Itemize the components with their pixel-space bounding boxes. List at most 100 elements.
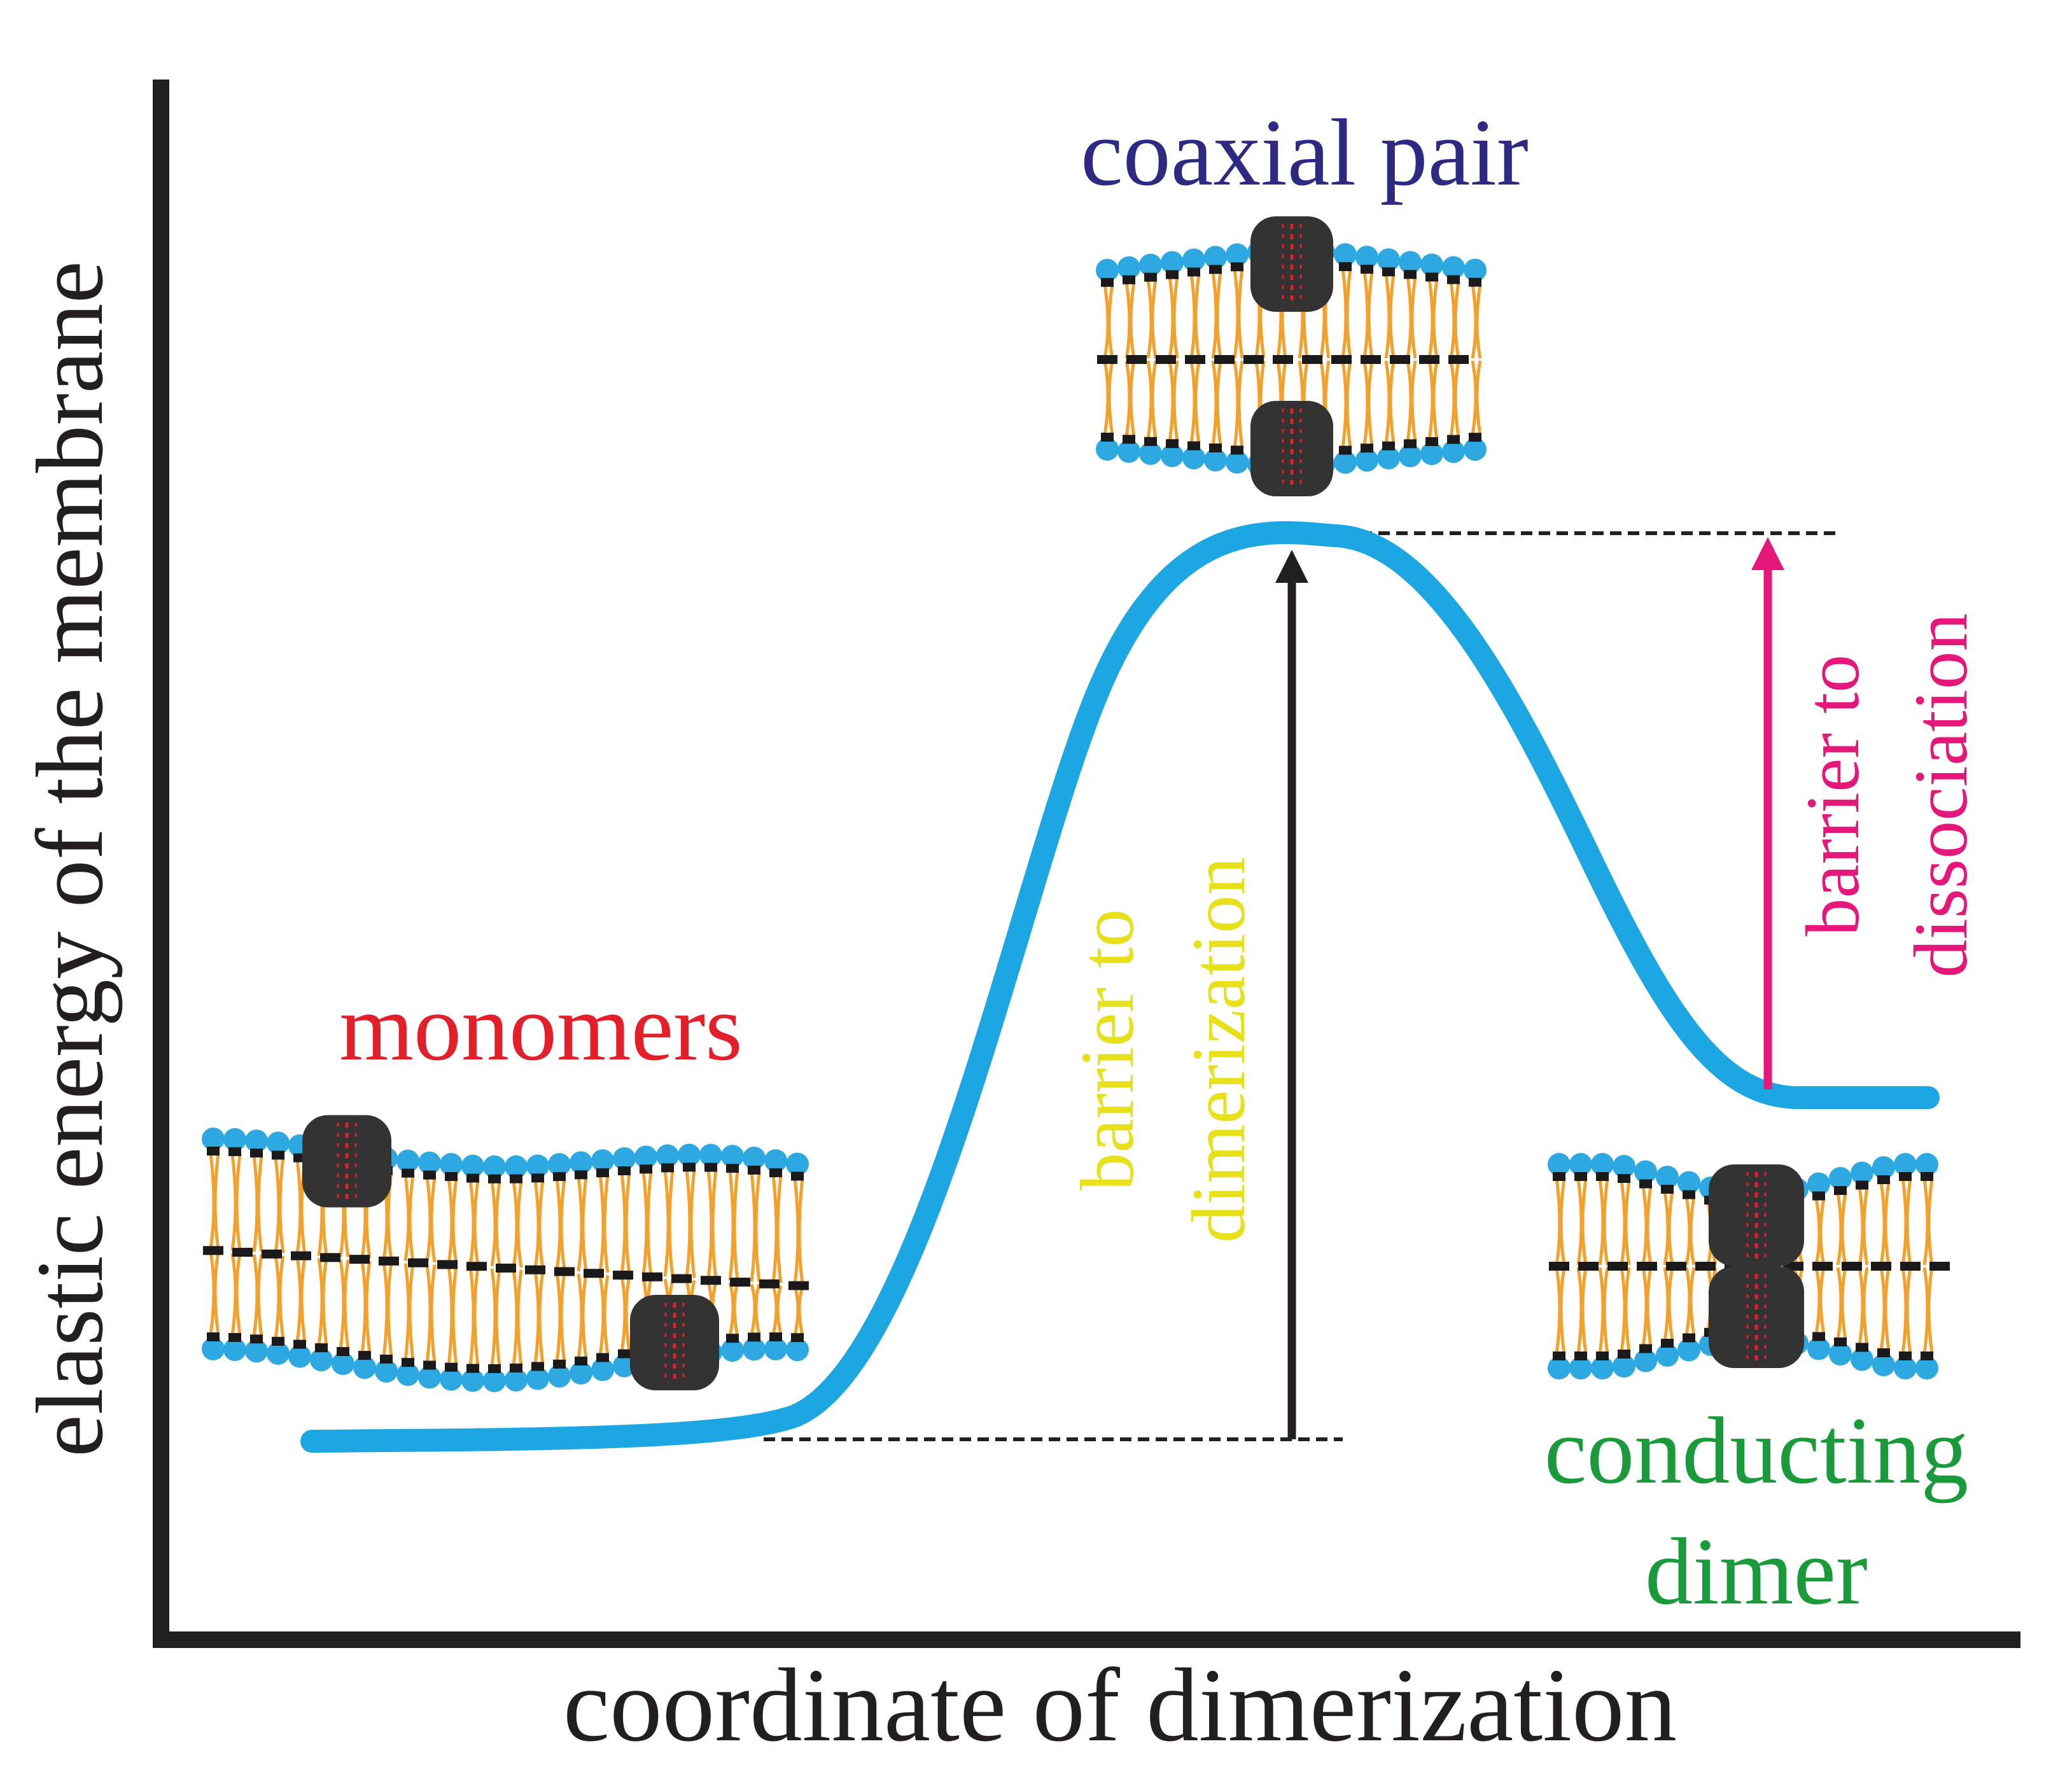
midplane-dash bbox=[232, 1248, 253, 1257]
lipid-glycerol bbox=[1144, 272, 1157, 282]
lipid-head bbox=[743, 1337, 766, 1361]
lipid-tail bbox=[1449, 281, 1456, 359]
lipid-tail bbox=[581, 1273, 588, 1360]
lipid-tail bbox=[274, 1255, 281, 1340]
lipid-head bbox=[1420, 442, 1443, 465]
lipid-glycerol bbox=[1596, 1351, 1609, 1360]
lipid-tail bbox=[728, 1282, 735, 1337]
lipid-head bbox=[1894, 1357, 1917, 1379]
lipid-tail bbox=[403, 1175, 410, 1262]
lipid-head bbox=[1634, 1349, 1657, 1372]
lipid-tail bbox=[256, 1154, 263, 1252]
lipid-head bbox=[1656, 1344, 1679, 1367]
lipid-tail bbox=[451, 1178, 458, 1264]
lipid-tail bbox=[1432, 279, 1439, 359]
lipid-tail bbox=[1406, 360, 1413, 442]
lipid-glycerol bbox=[1231, 445, 1243, 455]
lipid-glycerol bbox=[748, 1332, 760, 1342]
lipid-glycerol bbox=[1101, 433, 1114, 442]
lipid-glycerol bbox=[596, 1168, 609, 1178]
lipid-tail bbox=[776, 1285, 783, 1336]
lipid-tail bbox=[1689, 1267, 1696, 1336]
lipid-glycerol bbox=[1553, 1172, 1565, 1181]
lipid-head bbox=[526, 1154, 549, 1178]
lipid-tail bbox=[252, 1154, 259, 1252]
midplane-dash bbox=[262, 1249, 282, 1259]
lipid-tail bbox=[1168, 276, 1175, 359]
lipid-head bbox=[288, 1344, 311, 1368]
lipid-tail bbox=[473, 1267, 480, 1367]
lipid-tail bbox=[1840, 1267, 1847, 1341]
midplane-dash bbox=[1842, 1262, 1862, 1271]
lipid-head bbox=[1872, 1353, 1895, 1376]
lipid-tail bbox=[1641, 1267, 1648, 1347]
lipid-tail bbox=[1345, 360, 1352, 449]
lipid-head bbox=[1161, 444, 1184, 468]
lipid-tail bbox=[1453, 281, 1460, 359]
lipid-head bbox=[1117, 256, 1140, 279]
lipid-head bbox=[396, 1363, 419, 1386]
lipid-tail bbox=[1427, 279, 1434, 359]
midplane-dash bbox=[203, 1246, 223, 1255]
lipid-tail bbox=[1172, 276, 1179, 359]
lipid-head bbox=[1334, 450, 1357, 474]
lipid-head bbox=[548, 1364, 571, 1388]
lipid-glycerol bbox=[1209, 265, 1222, 274]
lipid-tail bbox=[494, 1180, 501, 1267]
lipid-glycerol bbox=[596, 1353, 609, 1362]
lipid-head bbox=[1915, 1357, 1938, 1379]
lipid-tail bbox=[1663, 1191, 1670, 1266]
midplane-dash bbox=[437, 1260, 458, 1269]
lipid-glycerol bbox=[1166, 270, 1179, 279]
midplane-dash bbox=[1812, 1262, 1833, 1271]
lipid-tail bbox=[1667, 1191, 1674, 1266]
lipid-head bbox=[764, 1337, 787, 1361]
lipid-tail bbox=[771, 1174, 778, 1283]
lipid-glycerol bbox=[1834, 1337, 1847, 1346]
lipid-glycerol bbox=[769, 1332, 782, 1342]
lipid-glycerol bbox=[466, 1364, 479, 1373]
lipid-glycerol bbox=[1469, 277, 1481, 287]
lipid-tail bbox=[1471, 360, 1478, 436]
lipid-tail bbox=[1576, 1178, 1583, 1266]
lipid-tail bbox=[1233, 268, 1240, 359]
lipid-tail bbox=[1836, 1192, 1843, 1266]
midplane-dash bbox=[554, 1267, 575, 1276]
lipid-glycerol bbox=[1618, 1350, 1630, 1358]
channel-monomer bbox=[1250, 401, 1333, 496]
lipid-tail bbox=[321, 1258, 328, 1346]
lipid-tail bbox=[1641, 1185, 1648, 1266]
lipid-tail bbox=[1237, 268, 1244, 359]
lipid-tail bbox=[711, 1169, 718, 1280]
lipid-tail bbox=[1927, 1178, 1934, 1266]
lipid-head bbox=[526, 1367, 549, 1390]
lipid-tail bbox=[1927, 1267, 1934, 1355]
midplane-dash bbox=[525, 1265, 545, 1275]
midplane-dash bbox=[1871, 1262, 1891, 1271]
lipid-tail bbox=[1901, 1178, 1908, 1266]
lipid-tail bbox=[1684, 1267, 1691, 1336]
lipid-glycerol bbox=[250, 1334, 263, 1344]
lipid-tail bbox=[425, 1264, 432, 1364]
lipid-glycerol bbox=[1382, 441, 1395, 450]
lipid-tail bbox=[1559, 1267, 1566, 1355]
lipid-head bbox=[1829, 1343, 1852, 1365]
lipid-glycerol bbox=[488, 1364, 501, 1373]
lipid-tail bbox=[1598, 1178, 1605, 1266]
lipid-glycerol bbox=[1812, 1332, 1825, 1341]
lipid-head bbox=[1377, 248, 1400, 272]
lipid-glycerol bbox=[207, 1147, 220, 1156]
lipid-tail bbox=[1814, 1267, 1821, 1335]
lipid-head bbox=[1548, 1153, 1571, 1176]
lipid-head bbox=[1677, 1171, 1700, 1194]
lipid-tail bbox=[430, 1264, 437, 1364]
lipid-tail bbox=[555, 1178, 562, 1271]
midplane-dash bbox=[1607, 1262, 1628, 1271]
lipid-glycerol bbox=[575, 1357, 587, 1366]
lipid-tail bbox=[430, 1177, 437, 1263]
lipid-head bbox=[1355, 246, 1378, 269]
lipid-glycerol bbox=[272, 1150, 284, 1160]
lipid-head bbox=[1613, 1155, 1635, 1178]
lipid-tail bbox=[1103, 360, 1110, 436]
lipid-tail bbox=[295, 1159, 302, 1255]
